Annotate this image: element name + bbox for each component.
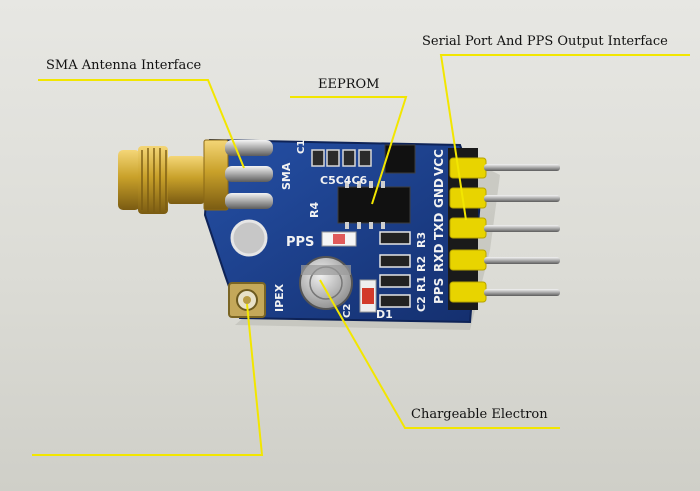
silk-pin-rxd: RXD [432,244,446,272]
callout-line-sma [38,79,245,169]
annotation-battery: Chargeable Electron [411,407,548,422]
silk-r3: R3 [415,232,428,248]
silk-pin-vcc: VCC [432,149,446,176]
silk-pps: PPS [286,235,314,250]
eeprom-chip [337,181,411,229]
silk-r1: R1 [415,276,428,292]
silk-ipex: IPEX [273,283,286,312]
callout-line-ipex [32,303,264,456]
sma-connector [118,139,273,214]
pps-led-lens [333,234,345,244]
pin-header [449,157,560,303]
silk-pin-pps: PPS [432,278,446,304]
mounting-hole [230,219,268,257]
silk-c1: C1 [296,140,307,154]
silk-c5c4c6: C5C4C6 [320,174,368,187]
callout-line-serial [439,54,690,221]
silk-c2: C2 [342,304,353,318]
silk-c2b: C2 [415,296,428,312]
annotation-serial-pps: Serial Port And PPS Output Interface [422,34,668,49]
silk-d1: D1 [376,308,393,321]
silk-r2: R2 [415,256,428,272]
silk-sma: SMA [280,162,293,190]
diode-body [362,288,374,304]
ipex-connector [228,282,266,318]
rechargeable-battery [299,256,353,310]
resistor-column [379,231,411,308]
callout-line-battery [319,279,560,429]
annotation-sma-antenna: SMA Antenna Interface [46,58,202,73]
silk-r4: R4 [308,202,321,218]
silk-pin-gnd: GND [432,178,446,208]
annotation-eeprom: EEPROM [318,77,380,92]
callout-line-eeprom [290,96,408,205]
capacitor-row [311,149,372,167]
silk-pin-txd: TXD [432,213,446,240]
